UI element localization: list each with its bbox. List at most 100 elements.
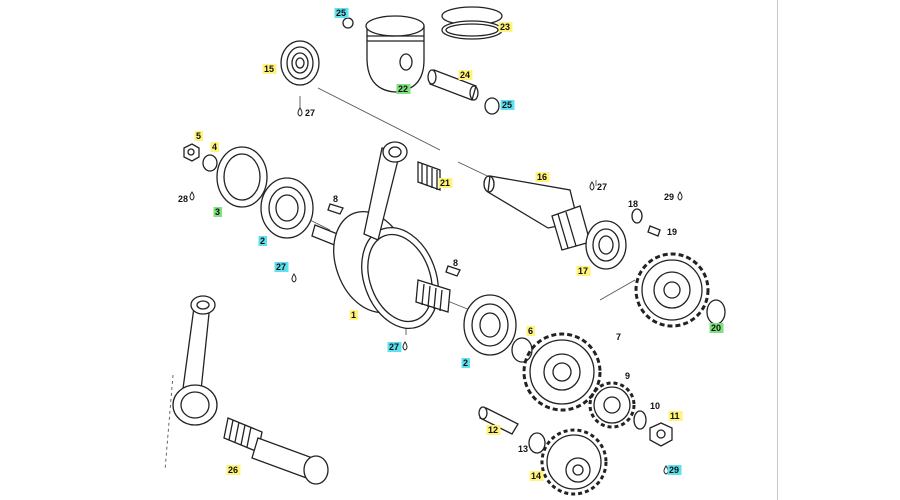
callout-highlight	[486, 425, 501, 435]
callout-c26: 26	[226, 465, 241, 475]
callout-c17: 17	[576, 266, 591, 276]
washer-13	[528, 432, 546, 454]
callout-number: 23	[500, 22, 510, 32]
callout-highlight	[262, 64, 277, 74]
callout-number: 4	[212, 142, 217, 152]
callout-c1: 1	[349, 310, 358, 320]
callout-number: 25	[336, 8, 346, 18]
callout-number: 25	[502, 100, 512, 110]
callout-highlight	[226, 465, 241, 475]
callout-c27a: 27	[305, 108, 315, 118]
callout-highlight	[387, 342, 402, 352]
piston	[365, 15, 425, 93]
callout-highlight	[438, 178, 453, 188]
callout-number: 2	[463, 358, 468, 368]
callout-number: 17	[578, 266, 588, 276]
gear-large-primary	[522, 332, 602, 412]
callout-highlight	[210, 142, 219, 152]
main-bearing-right	[463, 294, 517, 356]
washer-4	[202, 154, 218, 172]
callout-highlight	[709, 323, 724, 333]
callout-c18a: 18	[628, 199, 638, 209]
callout-highlight	[349, 310, 358, 320]
callout-number: 10	[650, 401, 660, 411]
nut-5	[183, 143, 200, 162]
callout-number: 20	[711, 323, 721, 333]
callout-c8b: 8	[453, 258, 458, 268]
connecting-rod	[363, 141, 408, 241]
callout-number: 27	[305, 108, 315, 118]
callout-c15: 15	[262, 64, 277, 74]
needle-bearing-21	[417, 161, 441, 191]
callout-c12: 12	[486, 425, 501, 435]
callout-c11: 11	[668, 411, 683, 421]
callout-number: 9	[625, 371, 630, 381]
piston-rings	[441, 6, 503, 40]
circlip-right	[484, 97, 500, 115]
crankshaft	[311, 210, 451, 330]
callout-c9: 9	[625, 371, 630, 381]
callout-highlight	[526, 326, 535, 336]
oil-drop-symbols	[189, 107, 683, 475]
callout-c29a: 29	[664, 192, 674, 202]
callout-number: 28	[178, 194, 188, 204]
callout-number: 14	[531, 471, 541, 481]
connecting-rod-kit-26	[172, 295, 329, 485]
callout-highlight	[668, 411, 683, 421]
callout-c20: 20	[709, 323, 724, 333]
circlip-top	[342, 17, 354, 29]
callout-labels: 2523152224252754283227821162718291917812…	[178, 8, 724, 481]
callout-number: 12	[488, 425, 498, 435]
circlip-20	[706, 299, 726, 325]
callout-number: 27	[276, 262, 286, 272]
wrist-pin	[427, 69, 479, 101]
gear-9	[588, 381, 636, 429]
callout-highlight	[396, 84, 411, 94]
key-8-right	[445, 265, 461, 277]
bearing-17	[585, 220, 627, 270]
callout-number: 29	[664, 192, 674, 202]
bolt-19	[647, 225, 661, 237]
gear-14	[540, 428, 608, 496]
pin-12	[478, 406, 519, 435]
bearing-15	[280, 40, 320, 86]
key-8-left	[327, 203, 344, 215]
callout-c13: 13	[518, 444, 528, 454]
callout-c14: 14	[529, 471, 544, 481]
callout-c24: 24	[458, 70, 473, 80]
callout-highlight	[461, 358, 470, 368]
callout-number: 27	[597, 182, 607, 192]
nut-11	[649, 422, 673, 447]
callout-c2b: 2	[461, 358, 470, 368]
callout-number: 18	[628, 199, 638, 209]
callout-highlight	[576, 266, 591, 276]
callout-c27d: 27	[387, 342, 402, 352]
callout-highlight	[667, 465, 682, 475]
callout-number: 15	[264, 64, 274, 74]
callout-number: 21	[440, 178, 450, 188]
callout-highlight	[194, 131, 203, 141]
callout-highlight	[498, 22, 513, 32]
callout-number: 27	[389, 342, 399, 352]
balancer-shaft-16	[483, 175, 591, 251]
callout-c25a: 25	[334, 8, 349, 18]
washer-6	[511, 337, 533, 363]
callout-highlight	[334, 8, 349, 18]
callout-number: 1	[351, 310, 356, 320]
callout-c22: 22	[396, 84, 411, 94]
callout-c16: 16	[535, 172, 550, 182]
callout-highlight	[213, 207, 222, 217]
callout-c29b: 29	[667, 465, 682, 475]
callout-highlight	[500, 100, 515, 110]
callout-c4: 4	[210, 142, 219, 152]
callout-c19: 19	[667, 227, 677, 237]
callout-number: 22	[398, 84, 408, 94]
callout-c25b: 25	[500, 100, 515, 110]
washer-18	[631, 208, 643, 224]
callout-c7: 7	[616, 332, 621, 342]
callout-c28: 28	[178, 194, 188, 204]
diagram-frame	[128, 0, 778, 500]
callout-highlight	[529, 471, 544, 481]
